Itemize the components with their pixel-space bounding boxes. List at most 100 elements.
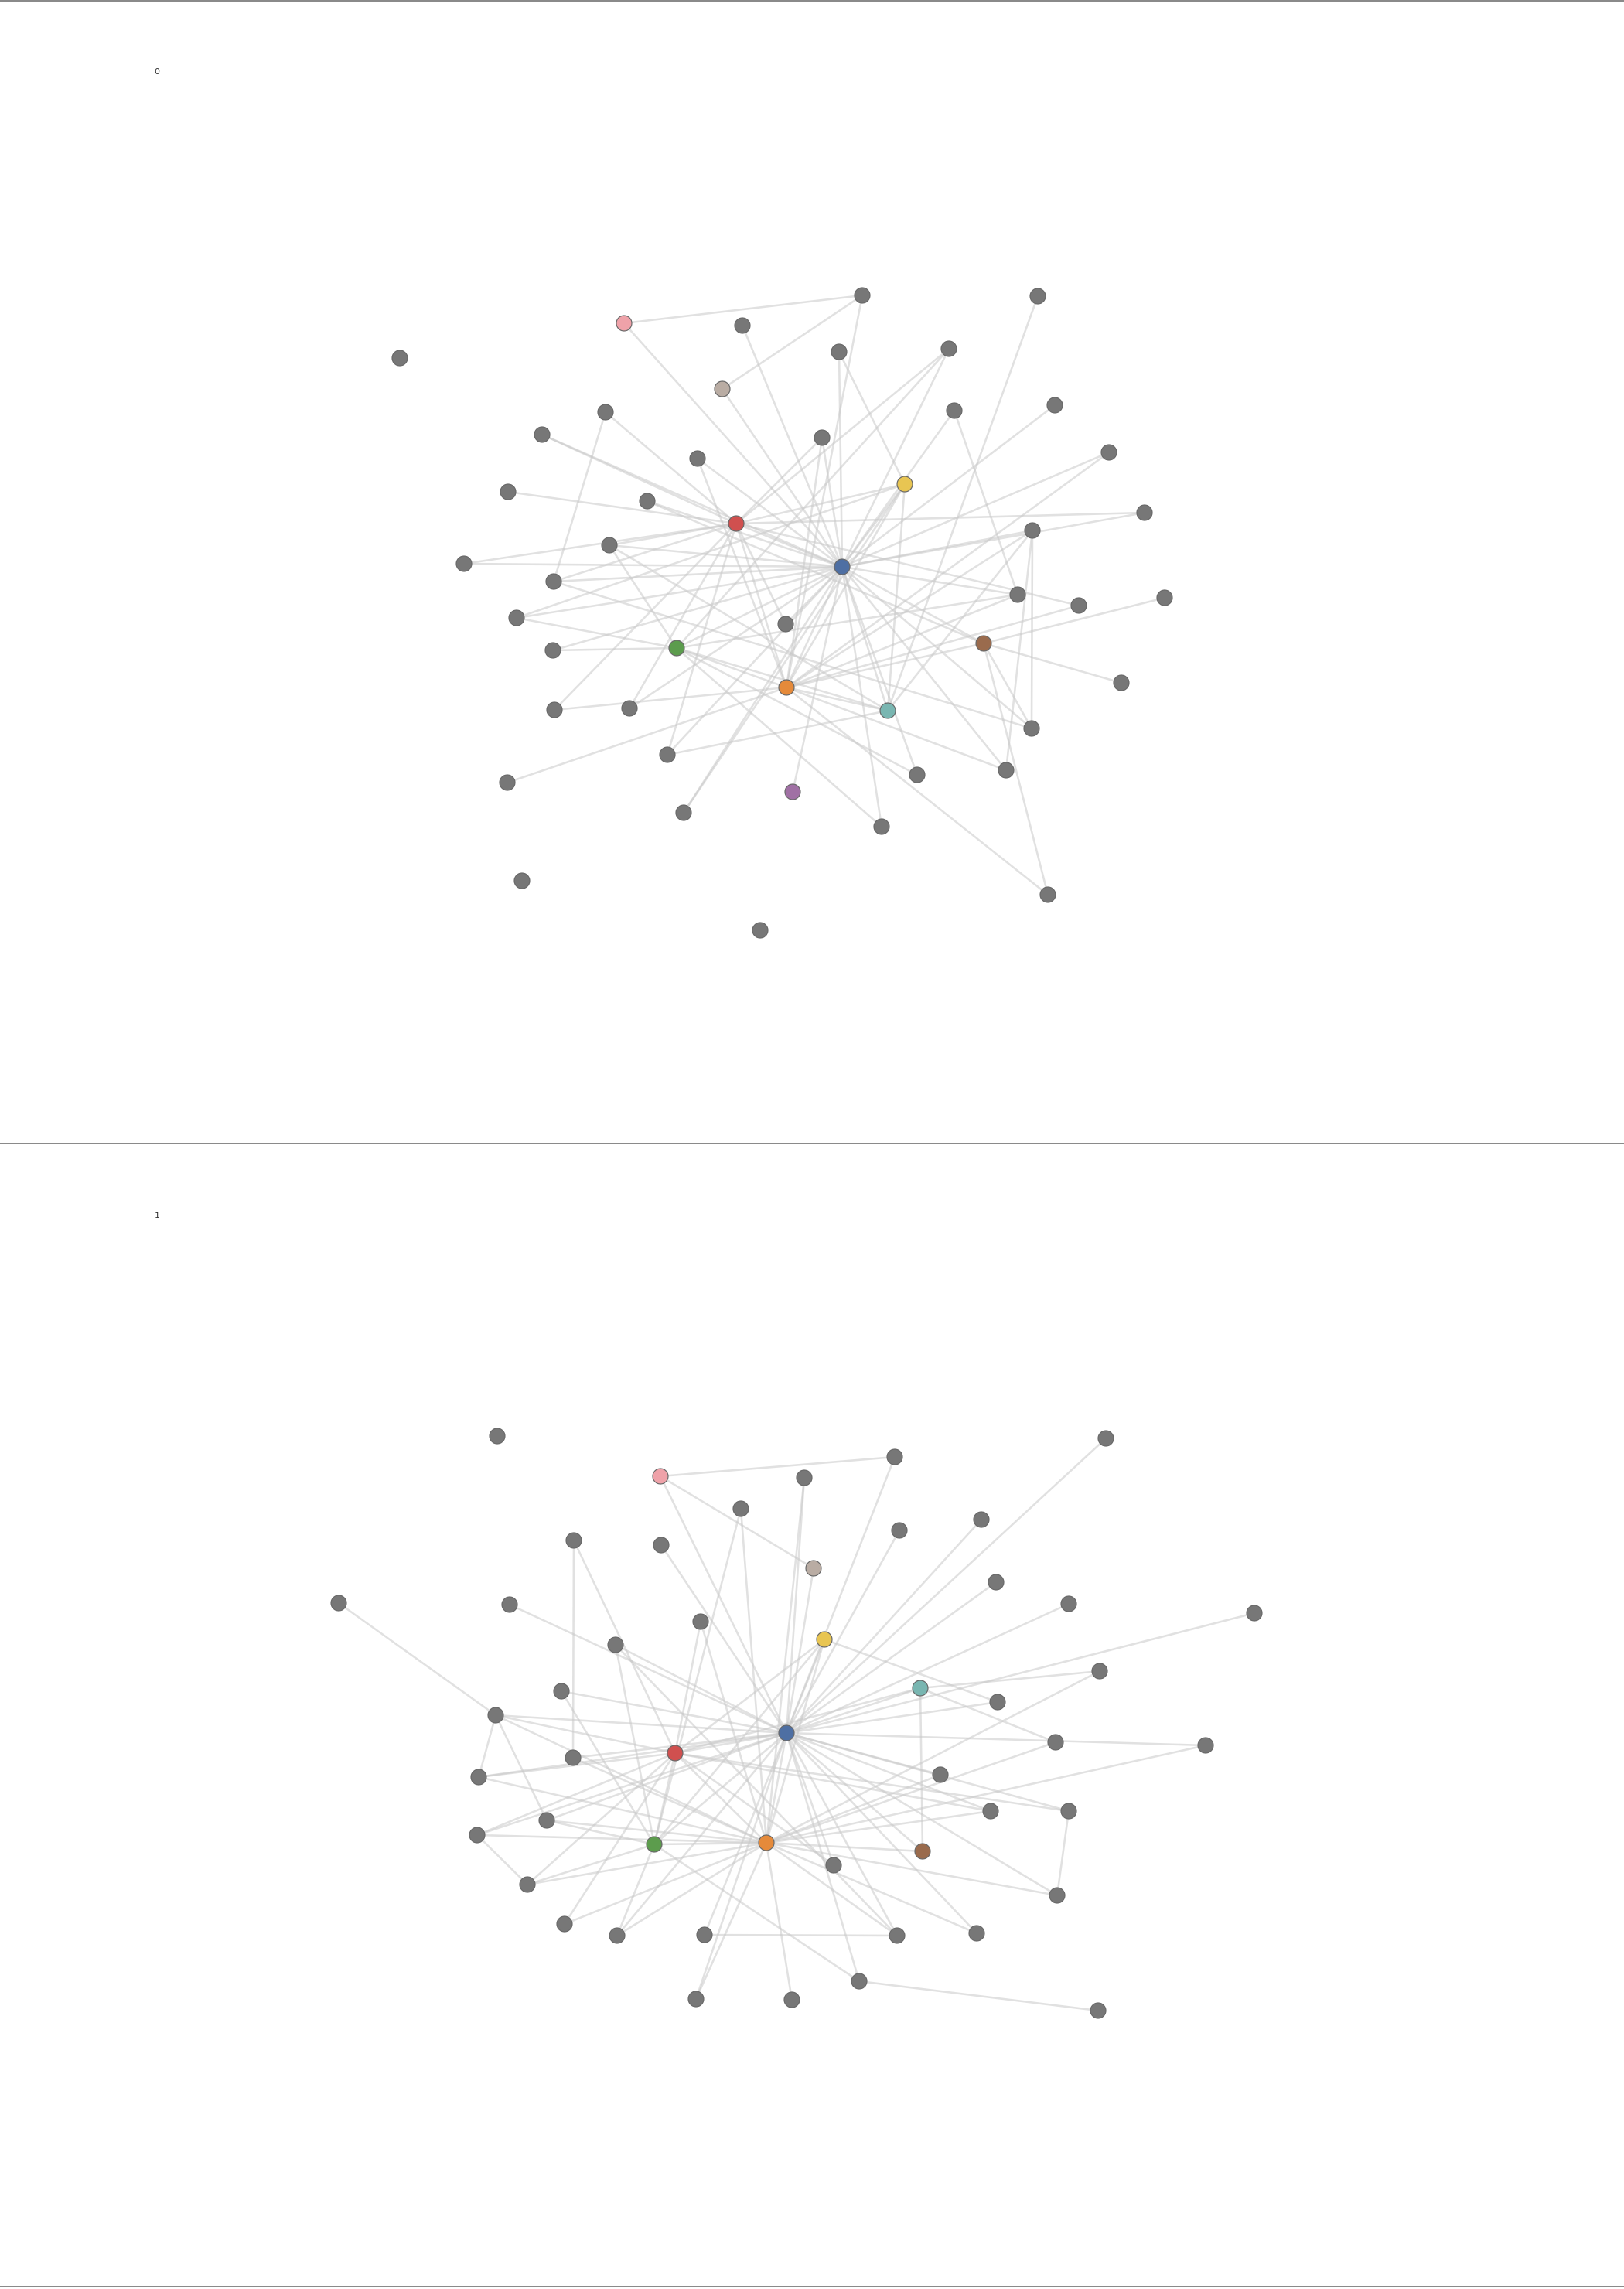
- graph-panel-1: 1: [0, 1144, 1624, 2287]
- graph-edge: [786, 1438, 1107, 1734]
- graph-node: [946, 402, 963, 419]
- graph-edge: [676, 647, 882, 827]
- graph-node: [565, 1749, 582, 1766]
- graph-node-red: [728, 515, 745, 532]
- graph-edge: [786, 1731, 1206, 1747]
- graph-edge: [983, 596, 1165, 645]
- graph-edge: [824, 1638, 998, 1704]
- graph-edge: [674, 1638, 825, 1755]
- graph-edge: [722, 294, 863, 391]
- graph-node: [469, 1827, 486, 1844]
- graph-edge: [476, 1752, 676, 1837]
- graph-edge: [735, 347, 950, 525]
- graph-node: [513, 872, 531, 889]
- graph-node: [1100, 444, 1117, 461]
- graph-edge: [572, 1756, 767, 1844]
- graph-edge: [478, 1776, 767, 1844]
- graph-edge: [786, 686, 1007, 772]
- graph-node: [501, 1596, 518, 1613]
- graph-edge: [463, 562, 843, 568]
- graph-edge: [766, 1773, 941, 1844]
- graph-node: [538, 1812, 555, 1829]
- graph-node: [609, 1927, 626, 1944]
- graph-node: [545, 573, 562, 590]
- graph-node: [932, 1766, 949, 1783]
- graph-edge: [841, 565, 984, 645]
- graph-edge: [495, 1714, 787, 1735]
- graph-node: [982, 1803, 999, 1820]
- graph-edge: [516, 565, 843, 619]
- graph-edge: [564, 1841, 767, 1926]
- graph-panel-0: 0: [0, 0, 1624, 1143]
- graph-node: [391, 350, 408, 367]
- graph-node: [854, 287, 871, 304]
- graph-edge: [527, 1752, 676, 1885]
- graph-node: [607, 1636, 624, 1653]
- graph-edge: [616, 1732, 787, 1936]
- graph-node: [886, 1448, 903, 1465]
- graph-edge: [476, 1834, 528, 1885]
- graph-node: [1113, 674, 1130, 691]
- graph-edge: [572, 1540, 677, 1754]
- graph-node: [534, 426, 551, 443]
- graph-edge: [553, 565, 843, 583]
- graph-node: [1009, 586, 1026, 603]
- graph-edge: [478, 1752, 676, 1779]
- graph-edge: [676, 646, 787, 689]
- graph-edge: [659, 1475, 788, 1734]
- graph-edge: [735, 483, 906, 525]
- graph-edge: [786, 1612, 1255, 1735]
- graph-node: [692, 1613, 709, 1630]
- graph-edge: [766, 1810, 991, 1844]
- graph-edge: [554, 523, 737, 711]
- nodes: [330, 1428, 1263, 2019]
- graph-node: [1070, 597, 1087, 614]
- graph-node: [1091, 1663, 1108, 1680]
- nodes: [391, 287, 1173, 939]
- graph-edge: [786, 1687, 921, 1735]
- graph-node: [752, 922, 769, 939]
- graph-edge: [674, 1687, 921, 1755]
- graph-edge: [953, 410, 1019, 595]
- graph-edge: [841, 451, 1110, 568]
- graph-node: [487, 1707, 504, 1724]
- graph-edge: [546, 1731, 787, 1822]
- graph-node: [455, 555, 473, 572]
- graph-edge: [623, 294, 863, 325]
- graph-edge: [561, 1690, 787, 1735]
- graph-node: [989, 1694, 1006, 1711]
- graph-edge: [919, 1687, 924, 1852]
- graph-edge: [786, 451, 1110, 689]
- graph-edge: [608, 544, 678, 649]
- graph-edge: [653, 1732, 787, 1845]
- graph-edge: [1056, 1810, 1070, 1896]
- graph-edge: [841, 404, 1056, 568]
- graph-edge: [841, 529, 1033, 568]
- panel-label: 1: [155, 1210, 160, 1220]
- graph-edge: [841, 566, 1032, 729]
- graph-edge: [571, 1540, 575, 1759]
- graph-edge: [509, 1603, 787, 1735]
- graph-edge: [786, 1581, 997, 1735]
- graph-edge: [495, 1714, 676, 1755]
- graph-node: [1090, 2002, 1107, 2019]
- graph-node: [1097, 1430, 1114, 1447]
- graph-edge: [886, 483, 906, 711]
- graph-node: [659, 746, 676, 763]
- graph-edge: [616, 1844, 656, 1936]
- graph-node: [621, 700, 638, 717]
- graph-node-pink: [616, 315, 633, 332]
- graph-node: [734, 317, 751, 334]
- graph-edge: [766, 1841, 923, 1853]
- graph-node: [831, 343, 848, 360]
- edges: [463, 294, 1165, 896]
- graph-edge: [554, 686, 787, 711]
- graph-node: [519, 1876, 536, 1893]
- graph-edge: [653, 1508, 742, 1845]
- graph-edge: [674, 1752, 767, 1844]
- graph-edge: [546, 1819, 767, 1844]
- graph-edge: [919, 1687, 1056, 1744]
- graph-edge: [552, 411, 607, 582]
- graph-edge: [766, 1841, 977, 1935]
- graph-edge: [666, 523, 738, 756]
